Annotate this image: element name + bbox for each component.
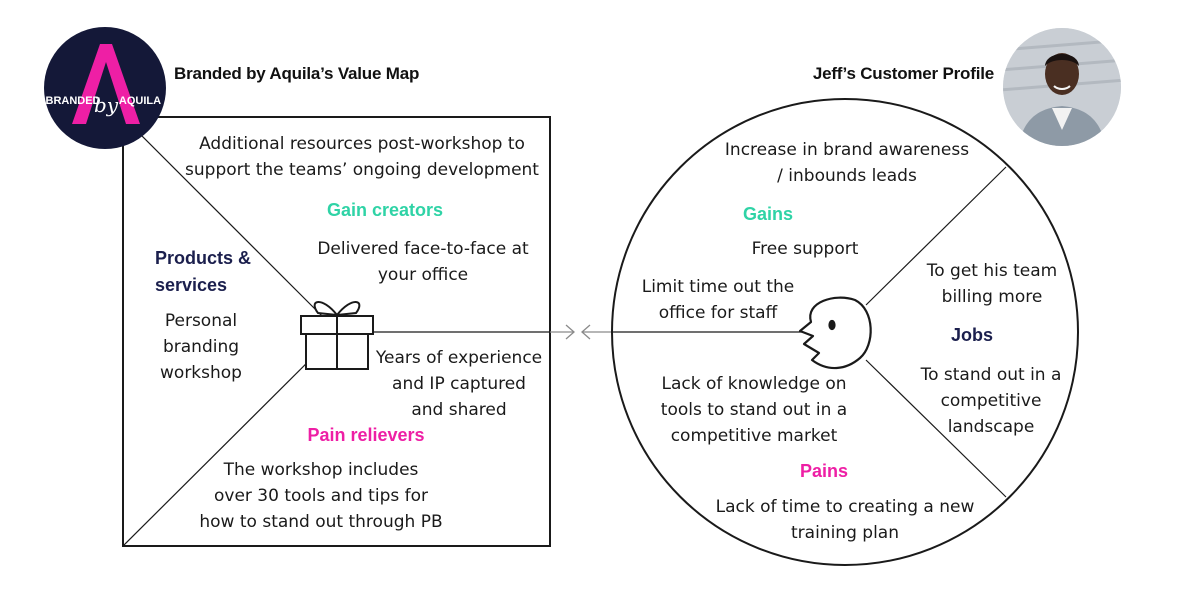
text-line: Additional resources post-workshop to xyxy=(199,134,525,154)
text-line: To get his team xyxy=(926,261,1058,281)
pains-label: Pains xyxy=(799,461,849,481)
text-line: office for staff xyxy=(658,303,778,323)
text-line: branding xyxy=(162,337,240,357)
text-line: and IP captured xyxy=(392,374,526,394)
value-map-title: Branded by Aquila’s Value Map xyxy=(174,64,420,83)
logo-word-branded: BRANDED xyxy=(46,95,101,107)
pain-reliever-tools: The workshop includes over 30 tools and … xyxy=(199,457,442,535)
text-line: your office xyxy=(377,265,469,285)
pain-lack-of-time: Lack of time to creating a new training … xyxy=(716,494,975,546)
gain-free-support: Free support xyxy=(751,239,859,259)
logo-word-by: by xyxy=(94,93,119,117)
text-line: services xyxy=(155,275,228,295)
text-line: billing more xyxy=(941,287,1043,307)
gains-label: Gains xyxy=(742,204,794,224)
products-services-label: Products & services xyxy=(155,245,251,299)
text-line: Lack of time to creating a new xyxy=(715,497,975,517)
text-line: Delivered face-to-face at xyxy=(317,239,529,259)
text-line: Years of experience xyxy=(375,348,543,368)
text-line: / inbounds leads xyxy=(777,166,917,186)
gain-creator-face-to-face: Delivered face-to-face at your office xyxy=(317,236,528,288)
jobs-label: Jobs xyxy=(950,325,994,345)
text-line: and shared xyxy=(411,400,507,420)
text-line: how to stand out through PB xyxy=(199,512,443,532)
text-line: Personal xyxy=(164,311,238,331)
text-line: training plan xyxy=(791,523,899,543)
job-stand-out: To stand out in a competitive landscape xyxy=(921,362,1062,440)
fit-arrows xyxy=(550,324,612,340)
value-map-diagonal-bottom xyxy=(122,331,339,547)
gift-icon xyxy=(300,301,374,370)
text-line: The workshop includes xyxy=(223,460,419,480)
gain-limit-time: Limit time out the office for staff xyxy=(642,274,795,326)
text-line: tools to stand out in a xyxy=(660,400,848,420)
customer-avatar xyxy=(1003,28,1121,146)
text-line: To stand out in a xyxy=(920,365,1062,385)
job-team-billing: To get his team billing more xyxy=(927,258,1057,310)
value-map-diagonal-top xyxy=(122,116,339,333)
pain-reliever-experience: Years of experience and IP captured and … xyxy=(376,345,542,423)
gain-creator-resources: Additional resources post-workshop to su… xyxy=(185,131,539,183)
text-line: competitive market xyxy=(670,426,838,446)
text-line: workshop xyxy=(160,363,242,383)
profile-divider-top xyxy=(865,166,1007,306)
branded-by-aquila-logo: BRANDED by AQUILA xyxy=(44,27,166,149)
pain-relievers-label: Pain relievers xyxy=(307,425,425,445)
logo-letter-a xyxy=(72,44,140,124)
text-line: over 30 tools and tips for xyxy=(213,486,429,506)
text-line: landscape xyxy=(947,417,1035,437)
text-line: Increase in brand awareness xyxy=(724,140,970,160)
gain-brand-awareness: Increase in brand awareness / inbounds l… xyxy=(725,137,969,189)
customer-profile-title: Jeff’s Customer Profile xyxy=(812,64,994,83)
product-personal-branding-workshop: Personal branding workshop xyxy=(160,308,242,386)
profile-divider-bottom xyxy=(865,359,1007,498)
text-line: Lack of knowledge on xyxy=(661,374,847,394)
text-line: competitive xyxy=(940,391,1042,411)
text-line: Limit time out the xyxy=(641,277,795,297)
gain-creators-label: Gain creators xyxy=(326,200,444,220)
pain-lack-of-knowledge: Lack of knowledge on tools to stand out … xyxy=(661,371,847,449)
face-icon xyxy=(798,296,872,370)
text-line: support the teams’ ongoing development xyxy=(185,160,539,180)
logo-word-aquila: AQUILA xyxy=(119,95,161,107)
text-line: Products & xyxy=(155,248,252,268)
